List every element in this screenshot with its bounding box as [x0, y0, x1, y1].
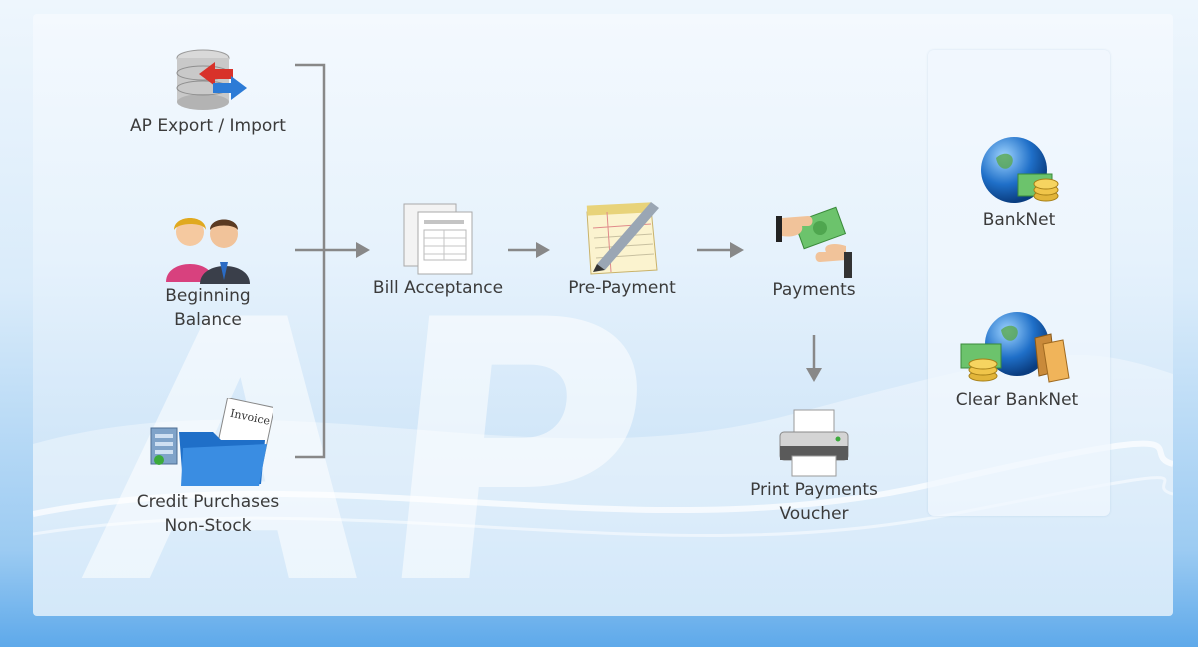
banknet-node[interactable]: BankNet: [944, 136, 1094, 232]
bill-acceptance-label: Bill Acceptance: [372, 278, 504, 298]
credit-purchases-label: Credit Purchases Non-Stock: [136, 492, 280, 536]
banknet-side-panel: [928, 50, 1110, 516]
payments-node[interactable]: Payments: [752, 204, 876, 302]
globe-cash-folders-icon: [960, 312, 1070, 383]
documents-icon: [403, 203, 473, 275]
globe-coins-icon: [981, 137, 1059, 203]
printer-icon: [779, 409, 849, 477]
invoice-folder-icon: Invoice: [150, 398, 273, 486]
payments-label: Payments: [772, 280, 856, 300]
people-icon: [166, 218, 250, 284]
pre-payment-node[interactable]: Pre-Payment: [552, 194, 692, 300]
ap-export-import-label: AP Export / Import: [130, 116, 286, 136]
pre-payment-label: Pre-Payment: [568, 278, 676, 298]
ap-export-import-node[interactable]: AP Export / Import: [108, 46, 308, 138]
database-transfer-icon: [176, 49, 247, 110]
background-waves: [33, 354, 1173, 616]
print-payments-voucher-node[interactable]: Print Payments Voucher: [734, 406, 894, 526]
credit-purchases-node[interactable]: Invoice Credit Purchases Non-Stock: [118, 398, 298, 538]
clear-banknet-label: Clear BankNet: [955, 390, 1079, 410]
banknet-label: BankNet: [982, 210, 1056, 230]
print-payments-voucher-label: Print Payments Voucher: [750, 480, 878, 524]
notepad-pen-icon: [586, 202, 659, 275]
money-hands-icon: [776, 206, 852, 278]
bill-acceptance-node[interactable]: Bill Acceptance: [358, 202, 518, 300]
beginning-balance-node[interactable]: Beginning Balance: [128, 210, 288, 332]
clear-banknet-node[interactable]: Clear BankNet: [940, 310, 1094, 412]
beginning-balance-label: Beginning Balance: [165, 286, 251, 330]
